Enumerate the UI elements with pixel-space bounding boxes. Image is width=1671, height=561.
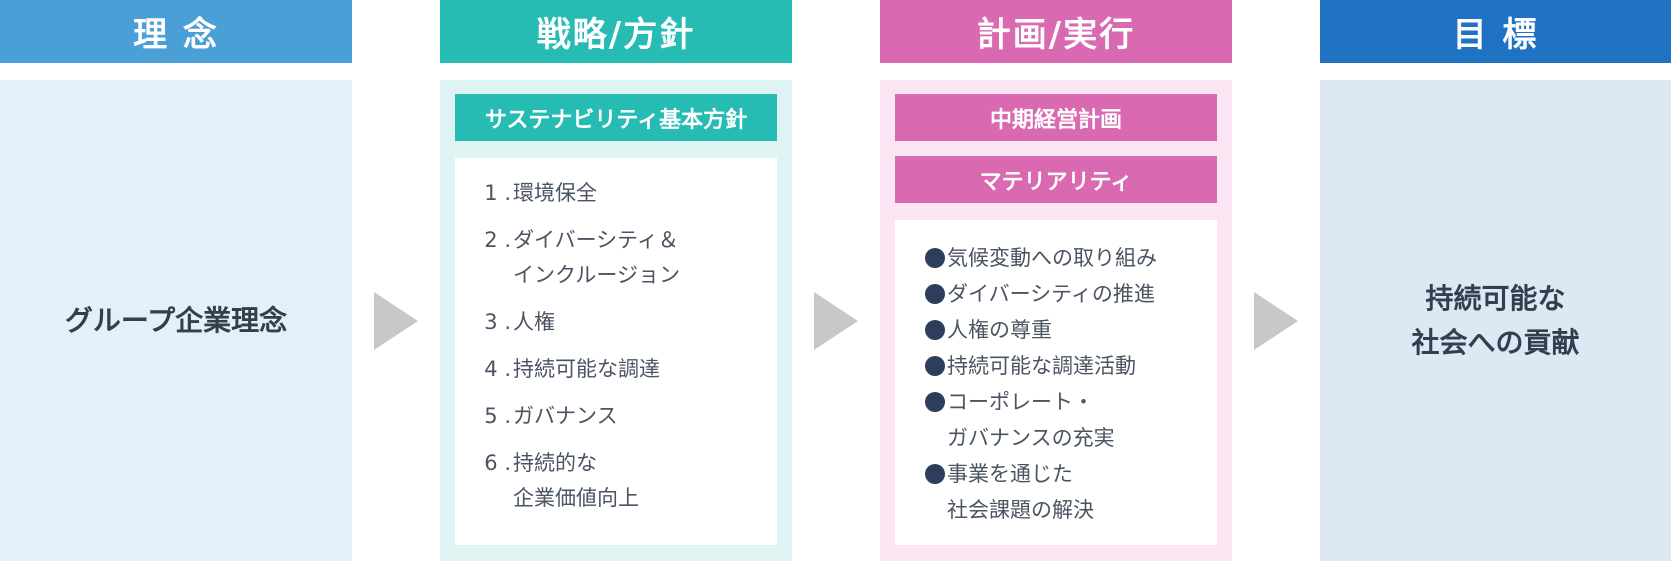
policy-item: 5 . ガバナンス xyxy=(455,399,777,434)
arrow-right-icon xyxy=(374,292,418,350)
policy-number: 2 . xyxy=(484,228,511,252)
materiality-list: 気候変動への取り組み ダイバーシティの推進 人権の尊重 持続可能な調達活動 xyxy=(895,220,1217,528)
materiality-item: 人権の尊重 xyxy=(895,312,1217,348)
policy-card: 1 . 環境保全 2 . ダイバーシティ＆ インクルージョン 3 . 人権 4 … xyxy=(455,158,777,545)
column-header-goal: 目 標 xyxy=(1320,0,1671,63)
materiality-item: コーポレート・ ガバナンスの充実 xyxy=(895,384,1217,456)
column-header-philosophy: 理 念 xyxy=(0,0,352,63)
column-strategy: 戦略/方針 サステナビリティ基本方針 1 . 環境保全 2 . ダイバーシティ＆… xyxy=(440,0,792,561)
materiality-item: 事業を通じた 社会課題の解決 xyxy=(895,456,1217,528)
policy-text: ダイバーシティ＆ xyxy=(513,228,679,252)
policy-text: 環境保全 xyxy=(513,181,597,205)
policy-text: 持続的な xyxy=(513,451,597,475)
column-body-goal: 持続可能な 社会への貢献 xyxy=(1320,80,1671,561)
bullet-icon xyxy=(925,464,945,484)
materiality-text: 気候変動への取り組み xyxy=(947,246,1157,270)
policy-number: 3 . xyxy=(484,310,511,334)
materiality-item: 持続可能な調達活動 xyxy=(895,348,1217,384)
goal-text: 社会への貢献 xyxy=(1411,325,1580,359)
arrow-right-icon xyxy=(1254,292,1298,350)
column-header-plan: 計画/実行 xyxy=(880,0,1232,63)
midterm-plan-banner: 中期経営計画 xyxy=(895,94,1217,141)
policy-text: 企業価値向上 xyxy=(513,486,639,510)
column-plan: 計画/実行 中期経営計画 マテリアリティ 気候変動への取り組み ダイバーシティの… xyxy=(880,0,1232,561)
bullet-icon xyxy=(925,248,945,268)
arrow-right-icon xyxy=(814,292,858,350)
materiality-text: ダイバーシティの推進 xyxy=(947,282,1155,306)
policy-number: 6 . xyxy=(484,451,511,475)
policy-text: インクルージョン xyxy=(513,263,680,287)
column-philosophy: 理 念 グループ企業理念 xyxy=(0,0,352,561)
policy-item: 3 . 人権 xyxy=(455,305,777,340)
column-body-philosophy: グループ企業理念 xyxy=(0,80,352,561)
materiality-text: コーポレート・ xyxy=(947,390,1094,414)
policy-number: 1 . xyxy=(484,181,511,205)
bullet-icon xyxy=(925,356,945,376)
materiality-text: 事業を通じた xyxy=(947,462,1073,486)
column-goal: 目 標 持続可能な 社会への貢献 xyxy=(1320,0,1671,561)
materiality-text: 人権の尊重 xyxy=(947,318,1052,342)
materiality-text: 持続可能な調達活動 xyxy=(947,354,1136,378)
policy-text: ガバナンス xyxy=(513,404,618,428)
materiality-banner: マテリアリティ xyxy=(895,156,1217,203)
policy-number: 4 . xyxy=(484,357,511,381)
column-body-strategy: サステナビリティ基本方針 1 . 環境保全 2 . ダイバーシティ＆ インクルー… xyxy=(440,80,792,561)
policy-item: 6 . 持続的な 企業価値向上 xyxy=(455,446,777,516)
policy-list: 1 . 環境保全 2 . ダイバーシティ＆ インクルージョン 3 . 人権 4 … xyxy=(455,158,777,516)
materiality-text: 社会課題の解決 xyxy=(947,498,1094,522)
bullet-icon xyxy=(925,392,945,412)
materiality-card: 気候変動への取り組み ダイバーシティの推進 人権の尊重 持続可能な調達活動 xyxy=(895,220,1217,545)
policy-item: 4 . 持続可能な調達 xyxy=(455,352,777,387)
bullet-icon xyxy=(925,284,945,304)
policy-text: 人権 xyxy=(513,310,555,334)
materiality-text: ガバナンスの充実 xyxy=(947,426,1115,450)
policy-item: 2 . ダイバーシティ＆ インクルージョン xyxy=(455,223,777,293)
policy-number: 5 . xyxy=(484,404,511,428)
materiality-item: ダイバーシティの推進 xyxy=(895,276,1217,312)
philosophy-text: グループ企業理念 xyxy=(64,303,288,337)
policy-item: 1 . 環境保全 xyxy=(455,176,777,211)
column-header-strategy: 戦略/方針 xyxy=(440,0,792,63)
sustainability-policy-banner: サステナビリティ基本方針 xyxy=(455,94,777,141)
goal-text: 持続可能な xyxy=(1425,281,1566,315)
bullet-icon xyxy=(925,320,945,340)
column-body-plan: 中期経営計画 マテリアリティ 気候変動への取り組み ダイバーシティの推進 人権の… xyxy=(880,80,1232,561)
policy-text: 持続可能な調達 xyxy=(513,357,660,381)
materiality-item: 気候変動への取り組み xyxy=(895,240,1217,276)
